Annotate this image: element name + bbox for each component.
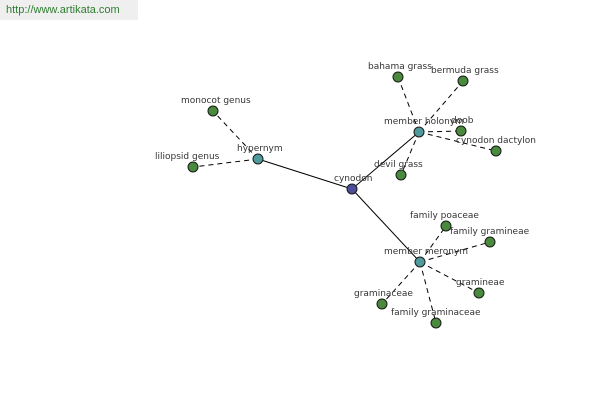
edge-member-holonym-to-bahama-grass [397,76,420,133]
node-label-cynodon-dactylon[interactable]: cynodon dactylon [456,136,536,146]
node-label-family-gramineae[interactable]: family gramineae [450,227,530,237]
node-label-gramineae[interactable]: gramineae [456,278,505,288]
edge-cynodon-to-member-meronym [351,188,421,263]
edge-member-holonym-to-bermuda-grass [418,80,464,133]
edge-member-meronym-to-family-graminaceae [419,261,437,324]
edge-member-holonym-to-doob [418,130,462,133]
node-label-devil-grass[interactable]: devil grass [374,160,423,170]
node-label-cynodon[interactable]: cynodon [334,174,372,184]
nodes-layer [187,71,502,329]
node-label-doob[interactable]: doob [451,116,474,126]
node-liliopsid-genus[interactable] [187,161,199,173]
node-label-hypernym[interactable]: hypernym [237,144,283,154]
edge-cynodon-to-member-holonym [351,131,420,190]
edge-cynodon-to-hypernym [257,158,353,190]
node-cynodon-dactylon[interactable] [490,145,502,157]
edge-member-holonym-to-cynodon-dactylon [418,131,497,152]
node-graminaceae[interactable] [376,298,388,310]
node-hypernym[interactable] [252,153,264,165]
node-family-gramineae[interactable] [484,236,496,248]
node-label-bahama-grass[interactable]: bahama grass [368,62,432,72]
edge-member-meronym-to-gramineae [419,261,480,294]
node-member-holonym[interactable] [413,126,425,138]
node-doob[interactable] [455,125,467,137]
edge-member-meronym-to-family-poaceae [419,225,447,263]
node-bahama-grass[interactable] [392,71,404,83]
node-label-member-holonym[interactable]: member holonym [384,117,464,127]
node-label-bermuda-grass[interactable]: bermuda grass [431,66,499,76]
edge-member-holonym-to-devil-grass [400,131,420,176]
node-devil-grass[interactable] [395,169,407,181]
node-bermuda-grass[interactable] [457,75,469,87]
edge-hypernym-to-monocot-genus [212,110,259,160]
node-label-member-meronym[interactable]: member meronym [384,247,468,257]
node-label-family-poaceae[interactable]: family poaceae [410,211,479,221]
node-family-graminaceae[interactable] [430,317,442,329]
node-monocot-genus[interactable] [207,105,219,117]
edges-layer [192,76,497,324]
node-label-liliopsid-genus[interactable]: liliopsid genus [155,152,220,162]
node-label-family-graminaceae[interactable]: family graminaceae [391,308,481,318]
labels-layer: cynodon hypernym member holonym member mero… [155,62,536,318]
edge-member-meronym-to-family-gramineae [419,241,491,263]
node-label-monocot-genus[interactable]: monocot genus [181,96,251,106]
node-cynodon[interactable] [346,183,358,195]
edge-member-meronym-to-graminaceae [381,261,421,305]
node-family-poaceae[interactable] [440,220,452,232]
node-member-meronym[interactable] [414,256,426,268]
node-label-graminaceae[interactable]: graminaceae [354,289,413,299]
site-url-banner[interactable]: http://www.artikata.com [0,0,138,20]
edge-hypernym-to-liliopsid-genus [192,158,259,168]
node-gramineae[interactable] [473,287,485,299]
